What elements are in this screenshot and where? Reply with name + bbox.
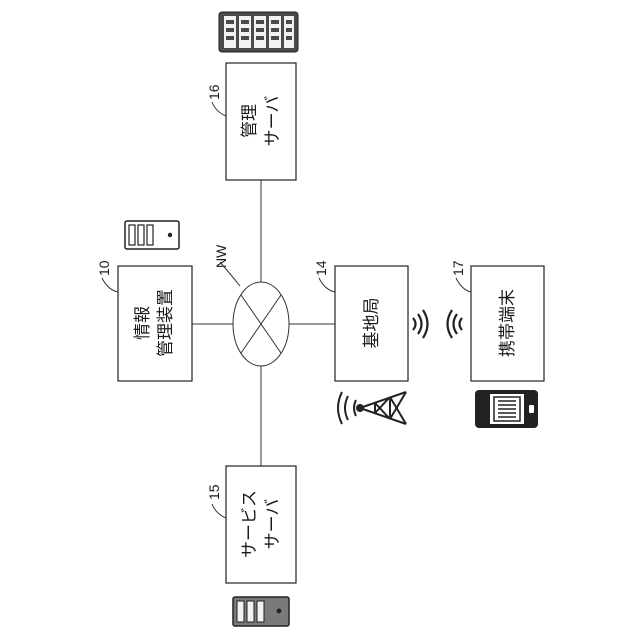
management-server-ref: 16	[206, 84, 222, 100]
service-server-ref-leader	[212, 504, 226, 518]
management-server-node: 管理 サーバ 16	[206, 12, 298, 180]
network-node: NW	[213, 244, 289, 366]
info-manager-ref: 10	[96, 260, 112, 276]
management-server-label-1: 管理	[240, 104, 260, 138]
mobile-terminal-label: 携帯端末	[498, 289, 518, 357]
service-server-node: サービス サーバ 15	[206, 466, 296, 626]
wireless-signal-receiver-icon	[448, 310, 463, 338]
network-ref-leader	[220, 262, 240, 286]
info-manager-ref-leader	[102, 278, 118, 292]
network-ref-label: NW	[213, 244, 229, 268]
service-server-label-1: サービス	[240, 490, 260, 558]
wireless-signal-icon	[413, 310, 428, 338]
server-tower-gray-icon	[233, 597, 289, 626]
management-server-box	[226, 63, 296, 180]
service-server-label-2: サーバ	[263, 499, 283, 550]
info-manager-label-2: 管理装置	[156, 289, 176, 357]
service-server-box	[226, 466, 296, 583]
mobile-terminal-node: 携帯端末 17	[450, 260, 544, 428]
base-station-node: 基地局 14	[313, 260, 462, 424]
base-station-label: 基地局	[362, 298, 382, 349]
server-tower-icon	[125, 221, 179, 249]
mobile-terminal-ref: 17	[450, 260, 466, 276]
base-station-ref-leader	[319, 278, 335, 292]
info-manager-node: 情報 管理装置 10	[96, 221, 192, 381]
info-manager-box	[118, 266, 192, 381]
base-station-ref: 14	[313, 260, 329, 276]
service-server-ref: 15	[206, 484, 222, 500]
management-server-label-2: サーバ	[263, 96, 283, 147]
management-server-ref-leader	[212, 102, 226, 116]
tablet-icon	[475, 390, 538, 428]
cell-tower-icon	[338, 392, 406, 424]
server-rack-icon	[219, 12, 298, 52]
info-manager-label-1: 情報	[133, 306, 153, 340]
mobile-terminal-ref-leader	[456, 278, 471, 292]
